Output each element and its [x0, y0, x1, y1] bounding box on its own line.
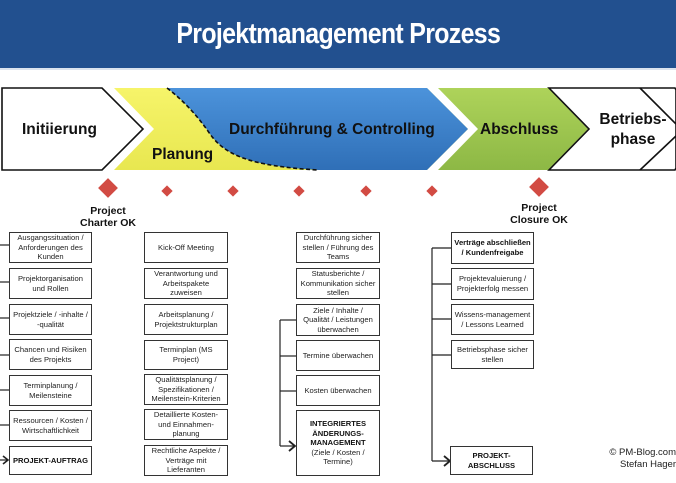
task-box: Durchführung sicher stellen / Führung de…	[296, 232, 380, 263]
phase-label-planung: Planung	[152, 146, 214, 163]
betriebsphase-edge	[639, 87, 676, 125]
header-divider	[0, 68, 676, 70]
task-box: Qualitätsplanung / Spezifikationen / Mei…	[144, 374, 228, 405]
task-box: Terminplanung / Meilensteine	[9, 375, 92, 406]
milestone-label-line: Closure OK	[510, 214, 568, 226]
phase-label-initiierung: Initiierung	[22, 121, 97, 138]
phase-label-durchfuehrung: Durchführung & Controlling	[229, 121, 435, 138]
change-management-title: INTEGRIERTES ÄNDERUNGS-MANAGEMENT	[309, 419, 367, 448]
milestone-diamond	[161, 185, 173, 197]
planning-boundary-dashed	[166, 87, 319, 171]
milestone-charter-diamond	[98, 178, 118, 198]
task-box: Ausgangssituation / Anforderungen des Ku…	[9, 232, 92, 263]
connectors-abschluss	[431, 247, 452, 467]
title-banner: Projektmanagement Prozess	[0, 0, 676, 68]
connectors-durchfuehrung	[279, 319, 297, 452]
connectors-initiierung	[0, 244, 10, 465]
task-box: Verantwortung und Arbeitspakete zuweisen	[144, 268, 228, 299]
milestone-charter-label: Project Charter OK	[73, 205, 143, 229]
phase-label-betriebsphase: Betriebs- phase	[594, 110, 672, 150]
task-box: Ziele / Inhalte / Qualität / Leistungen …	[296, 304, 380, 336]
task-box: Kosten überwachen	[296, 375, 380, 406]
milestone-label-line: Project	[521, 202, 557, 214]
task-box: Arbeitsplanung / Projektstrukturplan	[144, 304, 228, 335]
milestone-diamond	[426, 185, 438, 197]
milestone-label-line: Charter OK	[79, 217, 136, 229]
change-management-box: INTEGRIERTES ÄNDERUNGS-MANAGEMENT (Ziele…	[296, 410, 380, 476]
milestone-diamond	[293, 185, 305, 197]
change-management-subtitle: (Ziele / Kosten / Termine)	[311, 447, 365, 467]
project-order-box: PROJEKT-AUFTRAG	[9, 446, 92, 475]
phase-label-line: Betriebs-	[599, 111, 667, 128]
task-box: Statusberichte / Kommunikation sicher st…	[296, 268, 380, 299]
task-box: Rechtliche Aspekte / Verträge mit Liefer…	[144, 445, 228, 476]
project-closure-box: PROJEKT-ABSCHLUSS	[450, 446, 533, 475]
task-box: Terminplan (MS Project)	[144, 340, 228, 370]
contracts-box: Verträge abschließen / Kundenfreigabe	[451, 232, 534, 264]
phase-arrow-initiierung	[1, 87, 145, 171]
phase-arrow-durchfuehrung	[167, 88, 468, 170]
task-box: Projektevaluierung / Projekterfolg messe…	[451, 268, 534, 300]
credit-author: Stefan Hager	[620, 459, 676, 470]
phase-arrow-abschluss	[438, 88, 588, 170]
task-box: Ressourcen / Kosten / Wirtschaftlichkeit	[9, 410, 92, 441]
milestone-label-line: Project	[90, 205, 126, 217]
credit-line: © PM-Blog.com	[609, 447, 676, 458]
task-box: Detaillierte Kosten- und Einnahmen-planu…	[144, 409, 228, 440]
task-box: Chancen und Risiken des Projekts	[9, 339, 92, 370]
task-box: Kick-Off Meeting	[144, 232, 228, 263]
milestone-diamond	[360, 185, 372, 197]
phase-label-abschluss: Abschluss	[480, 121, 559, 138]
copyright-credit: © PM-Blog.com Stefan Hager	[598, 447, 676, 471]
page-title: Projektmanagement Prozess	[176, 17, 500, 50]
milestone-closure-label: Project Closure OK	[504, 202, 574, 226]
task-box: Projektorganisation und Rollen	[9, 268, 92, 299]
milestone-diamond	[227, 185, 239, 197]
task-box: Termine überwachen	[296, 340, 380, 371]
task-box: Projektziele / -inhalte / -qualität	[9, 304, 92, 335]
betriebsphase-edge	[639, 135, 676, 171]
task-box: Betriebsphase sicher stellen	[451, 340, 534, 369]
task-box: Wissens-management / Lessons Learned	[451, 304, 534, 335]
milestone-closure-diamond	[529, 177, 549, 197]
phase-label-line: phase	[610, 131, 656, 148]
